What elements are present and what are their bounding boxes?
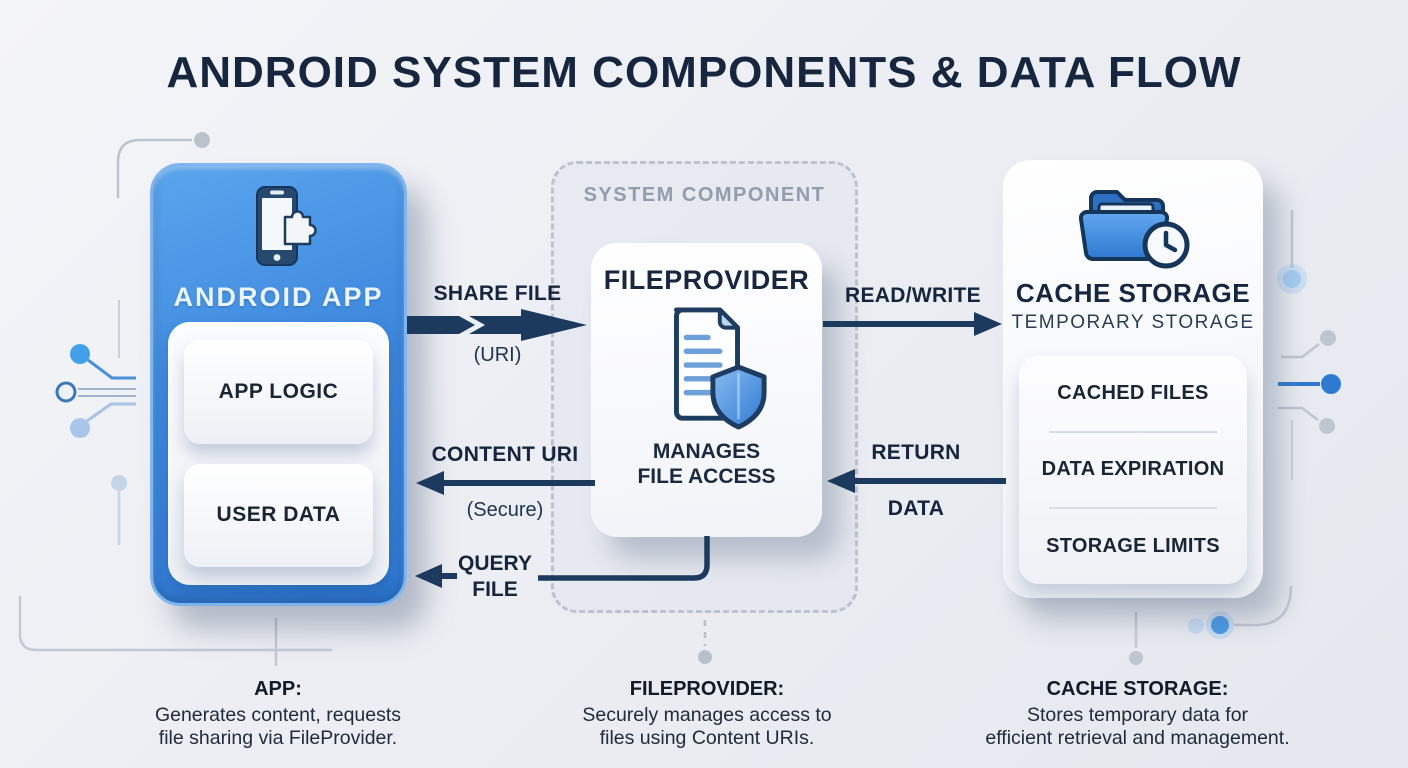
share-file-sublabel: (URI) <box>473 344 522 366</box>
return-data-label-line2: DATA <box>887 497 945 520</box>
node-android-app: ANDROID APP APP LOGIC USER DATA <box>150 163 407 606</box>
caption-app-title: APP: <box>254 678 302 700</box>
system-component-label: SYSTEM COMPONENT <box>583 184 826 206</box>
query-file-elbow-line <box>538 536 710 581</box>
read-write-arrow-icon <box>823 312 1002 336</box>
return-data-arrow-icon <box>827 469 1006 493</box>
arrow-share-file: SHARE FILE (URI) <box>400 282 595 367</box>
caption-cache-storage-line1: Stores temporary data for <box>1026 704 1249 726</box>
document-shield-icon <box>643 302 771 439</box>
query-file-label-line1: QUERY <box>458 552 532 575</box>
arrow-read-write: READ/WRITE <box>823 284 1003 340</box>
page-title: ANDROID SYSTEM COMPONENTS & DATA FLOW <box>166 48 1242 97</box>
fileprovider-caption-line2: FILE ACCESS <box>637 465 776 488</box>
list-divider <box>1048 430 1218 433</box>
caption-app-line2: file sharing via FileProvider. <box>158 727 398 749</box>
cache-item-cached-files: CACHED FILES <box>1057 381 1209 404</box>
return-data-label-line1: RETURN <box>871 441 961 464</box>
caption-app: APP: Generates content, requests file sh… <box>118 678 438 750</box>
query-file-label: QUERY FILE <box>452 551 538 603</box>
cache-storage-subtitle: TEMPORARY STORAGE <box>1011 312 1255 333</box>
query-file-arrow-icon <box>415 564 457 588</box>
query-file-label-line2: FILE <box>472 578 518 601</box>
cache-storage-title: CACHE STORAGE <box>1015 278 1251 308</box>
content-uri-sublabel: (Secure) <box>466 499 544 521</box>
caption-app-line1: Generates content, requests <box>154 704 402 726</box>
arrow-content-uri: CONTENT URI (Secure) <box>415 443 595 522</box>
node-fileprovider: FILEPROVIDER MANAGES FILE ACCESS <box>591 243 822 537</box>
caption-cache-storage-title: CACHE STORAGE: <box>1046 678 1229 700</box>
fileprovider-caption: MANAGES FILE ACCESS <box>637 439 775 489</box>
list-divider <box>1048 507 1218 510</box>
android-app-label: ANDROID APP <box>173 282 384 312</box>
arrow-return-data: RETURN DATA <box>826 441 1006 521</box>
cache-item-storage-limits: STORAGE LIMITS <box>1046 535 1220 558</box>
caption-fileprovider-line2: files using Content URIs. <box>599 727 815 749</box>
caption-fileprovider: FILEPROVIDER: Securely manages access to… <box>537 678 877 750</box>
caption-fileprovider-title: FILEPROVIDER: <box>629 678 785 700</box>
content-uri-arrow-icon <box>416 471 595 495</box>
cache-storage-list: CACHED FILES DATA EXPIRATION STORAGE LIM… <box>1019 356 1247 584</box>
fileprovider-title: FILEPROVIDER <box>603 265 810 295</box>
read-write-label: READ/WRITE <box>845 284 981 307</box>
caption-fileprovider-line1: Securely manages access to <box>582 704 832 726</box>
cache-item-data-expiration: DATA EXPIRATION <box>1041 458 1225 481</box>
phone-puzzle-icon <box>233 184 325 277</box>
app-logic-card: APP LOGIC <box>184 340 373 444</box>
share-file-arrow-icon <box>406 309 587 341</box>
content-uri-label: CONTENT URI <box>431 443 579 466</box>
caption-cache-storage: CACHE STORAGE: Stores temporary data for… <box>950 678 1325 750</box>
fileprovider-caption-line1: MANAGES <box>652 440 761 463</box>
caption-cache-storage-line2: efficient retrieval and management. <box>985 727 1290 749</box>
share-file-label: SHARE FILE <box>433 282 562 305</box>
folder-clock-icon <box>1073 178 1193 279</box>
node-cache-storage: CACHE STORAGE TEMPORARY STORAGE CACHED F… <box>1003 160 1263 598</box>
android-app-panel: APP LOGIC USER DATA <box>168 322 389 585</box>
user-data-card: USER DATA <box>184 463 373 567</box>
